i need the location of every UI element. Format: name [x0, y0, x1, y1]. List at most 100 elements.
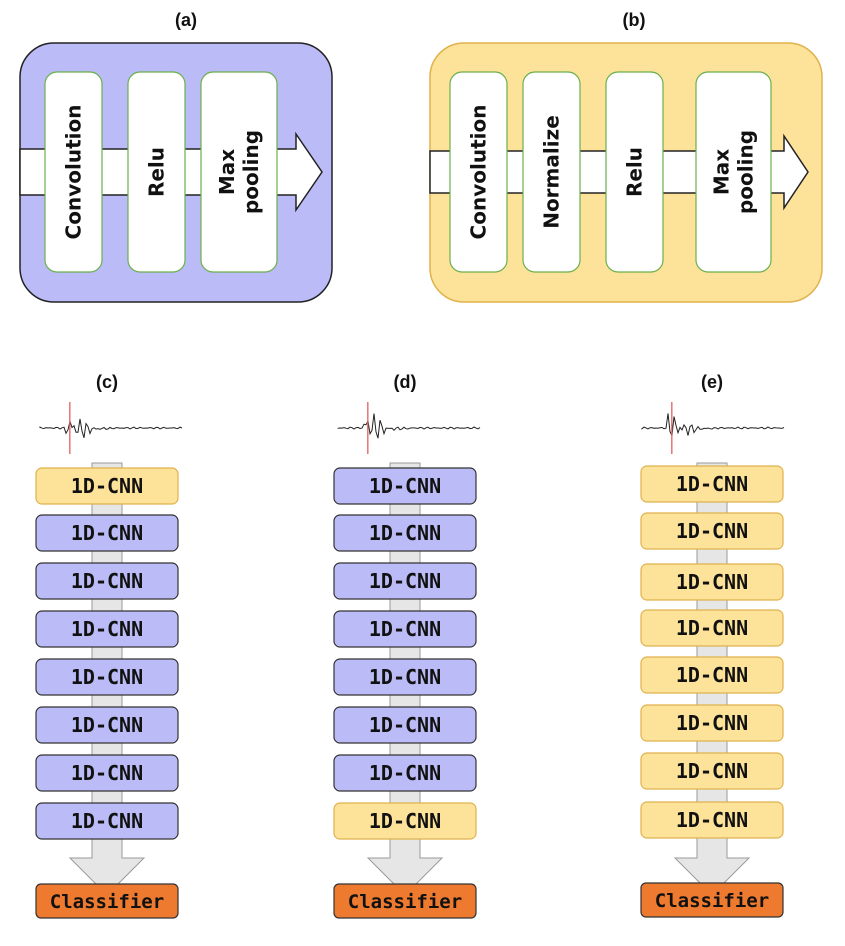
- layer-box: [127, 71, 186, 273]
- cnn-block-box: [35, 610, 179, 648]
- cnn-block-box: [640, 752, 784, 790]
- cnn-block: 1D-CNN: [333, 514, 477, 552]
- cnn-block-box: [640, 704, 784, 742]
- panel-b-layer-0: Convolution: [449, 71, 508, 273]
- layer-box: [605, 71, 664, 273]
- cnn-block: 1D-CNN: [35, 562, 179, 600]
- cnn-block-box: [35, 562, 179, 600]
- cnn-block-label: 1D-CNN: [676, 663, 748, 687]
- layer-label: Convolution: [62, 105, 86, 240]
- layer-label: Relu: [623, 147, 647, 197]
- layer-box: [44, 71, 103, 273]
- panel-a-layer-0: Convolution: [44, 71, 103, 273]
- cnn-block: 1D-CNN: [35, 706, 179, 744]
- cnn-block: 1D-CNN: [35, 754, 179, 792]
- cnn-block: 1D-CNN: [333, 658, 477, 696]
- column-c: (c) 1D-CNN 1D-CNN 1D-CNN 1D-CNN 1D-CNN 1D-CNN 1…: [35, 372, 183, 919]
- cnn-block-label: 1D-CNN: [71, 617, 143, 641]
- cnn-block-box: [333, 658, 477, 696]
- cnn-block-label: 1D-CNN: [676, 570, 748, 594]
- cnn-block-box: [35, 706, 179, 744]
- panel-a-label: (a): [175, 10, 197, 30]
- cnn-block: 1D-CNN: [333, 610, 477, 648]
- cnn-block-label: 1D-CNN: [71, 474, 143, 498]
- cnn-block: 1D-CNN: [35, 610, 179, 648]
- cnn-block-box: [35, 802, 179, 840]
- cnn-block: 1D-CNN: [35, 658, 179, 696]
- cnn-block: 1D-CNN: [640, 465, 784, 503]
- cnn-block: 1D-CNN: [640, 563, 784, 601]
- layer-label: Maxpooling: [215, 130, 263, 214]
- cnn-block: 1D-CNN: [333, 754, 477, 792]
- column-label: (c): [96, 372, 118, 392]
- cnn-block-box: [333, 562, 477, 600]
- cnn-block-label: 1D-CNN: [369, 665, 441, 689]
- cnn-block: 1D-CNN: [35, 514, 179, 552]
- cnn-block-box: [640, 609, 784, 647]
- cnn-block: 1D-CNN: [333, 706, 477, 744]
- cnn-block-label: 1D-CNN: [369, 474, 441, 498]
- layer-label: Normalize: [540, 115, 564, 229]
- classifier-label: Classifier: [50, 891, 164, 913]
- cnn-block-label: 1D-CNN: [676, 616, 748, 640]
- cnn-block: 1D-CNN: [35, 467, 179, 505]
- cnn-block-label: 1D-CNN: [676, 711, 748, 735]
- classifier-box: [35, 883, 179, 919]
- cnn-block-label: 1D-CNN: [71, 521, 143, 545]
- column-e: (e) 1D-CNN 1D-CNN 1D-CNN 1D-CNN 1D-CNN 1D-CNN 1…: [640, 372, 785, 918]
- column-label: (d): [394, 372, 417, 392]
- layer-box: [522, 71, 581, 273]
- cnn-block: 1D-CNN: [35, 802, 179, 840]
- cnn-block: 1D-CNN: [640, 512, 784, 550]
- cnn-block-box: [333, 467, 477, 505]
- panel-b: (b) Convolution Normalize Relu Maxpooling: [429, 10, 823, 303]
- cnn-block-box: [35, 514, 179, 552]
- layer-box: [200, 71, 278, 273]
- cnn-block-box: [333, 706, 477, 744]
- cnn-block-label: 1D-CNN: [676, 519, 748, 543]
- panel-a-layer-1: Relu: [127, 71, 186, 273]
- cnn-block-box: [333, 514, 477, 552]
- cnn-block-label: 1D-CNN: [71, 761, 143, 785]
- column-label: (e): [701, 372, 723, 392]
- classifier-label: Classifier: [655, 890, 769, 912]
- cnn-block-label: 1D-CNN: [369, 713, 441, 737]
- panel-b-layer-3: Maxpooling: [695, 71, 772, 273]
- cnn-block: 1D-CNN: [640, 656, 784, 694]
- cnn-block-box: [35, 658, 179, 696]
- panel-b-label: (b): [623, 10, 646, 30]
- classifier-box: [333, 883, 477, 919]
- cnn-block-label: 1D-CNN: [369, 521, 441, 545]
- cnn-block-box: [640, 512, 784, 550]
- cnn-block-label: 1D-CNN: [71, 809, 143, 833]
- layer-box: [449, 71, 508, 273]
- cnn-block-label: 1D-CNN: [676, 808, 748, 832]
- cnn-block: 1D-CNN: [640, 609, 784, 647]
- cnn-block-box: [333, 610, 477, 648]
- panel-a: (a) Convolution Relu Maxpooling: [19, 10, 333, 303]
- layer-label: Relu: [145, 147, 169, 197]
- cnn-block-label: 1D-CNN: [71, 569, 143, 593]
- cnn-block-label: 1D-CNN: [369, 761, 441, 785]
- classifier-block: Classifier: [333, 883, 477, 919]
- cnn-block-label: 1D-CNN: [71, 713, 143, 737]
- column-d: (d) 1D-CNN 1D-CNN 1D-CNN 1D-CNN 1D-CNN 1D-CNN 1…: [333, 372, 481, 919]
- cnn-block-box: [640, 465, 784, 503]
- cnn-block: 1D-CNN: [640, 704, 784, 742]
- cnn-block: 1D-CNN: [333, 467, 477, 505]
- cnn-block-box: [333, 802, 477, 840]
- cnn-block-label: 1D-CNN: [676, 472, 748, 496]
- cnn-block-box: [35, 754, 179, 792]
- panel-b-layer-2: Relu: [605, 71, 664, 273]
- cnn-block-label: 1D-CNN: [369, 569, 441, 593]
- cnn-block-label: 1D-CNN: [676, 759, 748, 783]
- seismic-waveform: [39, 418, 183, 438]
- layer-label: Convolution: [467, 105, 491, 240]
- cnn-block-label: 1D-CNN: [71, 665, 143, 689]
- classifier-label: Classifier: [348, 891, 462, 913]
- cnn-block-box: [640, 656, 784, 694]
- seismic-waveform: [641, 413, 785, 438]
- classifier-block: Classifier: [35, 883, 179, 919]
- cnn-block-box: [333, 754, 477, 792]
